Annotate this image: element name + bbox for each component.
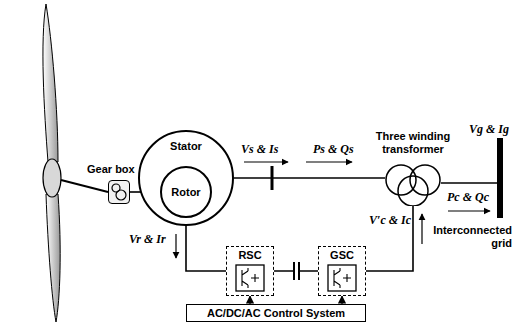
- flow-arrow: [306, 161, 352, 162]
- converter-label: RSC: [238, 249, 261, 262]
- signal-label: Ps & Qs: [312, 142, 355, 157]
- node-heading: Interconnected grid: [420, 224, 512, 249]
- signal-label: Vg & Ig: [468, 122, 510, 137]
- flow-arrow: [244, 161, 288, 162]
- bus-bar: [271, 166, 274, 190]
- winding-circle: [398, 176, 428, 206]
- capacitor-plate: [298, 262, 300, 280]
- control-line: [249, 296, 250, 304]
- transformer-symbol: [385, 160, 441, 206]
- switch-symbol: [242, 268, 259, 288]
- node-heading: Gear box: [87, 163, 135, 176]
- turbine-hub: [43, 159, 61, 197]
- capacitor-gap: [294, 262, 299, 280]
- gear-symbol: [109, 181, 128, 202]
- capacitor-plate: [293, 262, 295, 280]
- converter-box: RSC: [226, 246, 274, 296]
- converter-box: GSC: [318, 246, 366, 296]
- converter-outline: [236, 265, 264, 291]
- converter-symbol: [235, 264, 265, 292]
- winding-circle: [410, 165, 440, 195]
- power-line: [366, 206, 413, 271]
- flow-arrow: [175, 234, 176, 258]
- gear-wheel: [116, 190, 126, 200]
- node-label: Stator: [170, 140, 202, 153]
- flow-arrow: [448, 210, 490, 211]
- rotor-circle: Rotor: [160, 166, 212, 218]
- signal-label: Vr & Ir: [128, 232, 167, 247]
- node-heading: Three winding transformer: [363, 130, 463, 155]
- switch-symbol: [334, 268, 351, 288]
- converter-outline: [328, 265, 356, 291]
- turbine-blade: [43, 4, 58, 162]
- control-line: [341, 296, 342, 304]
- control-label: AC/DC/AC Control System: [207, 307, 345, 320]
- stator-circle: StatorRotor: [138, 130, 234, 226]
- grid-bus: Interconnected grid: [497, 138, 503, 218]
- flow-arrow: [421, 214, 422, 244]
- converter-symbol: [327, 264, 357, 292]
- winding-circle: [386, 165, 416, 195]
- signal-label: Vs & Is: [240, 142, 279, 157]
- transformer: Three winding transformer: [385, 160, 441, 206]
- signal-label: Pc & Qc: [446, 190, 490, 205]
- shaft: [61, 180, 108, 192]
- power-line: [186, 218, 226, 271]
- gear-box: Gear box: [108, 180, 130, 204]
- signal-label: V′c & Ic: [368, 213, 412, 228]
- turbine-blade: [46, 194, 60, 322]
- control-box: AC/DC/AC Control System: [186, 304, 366, 322]
- power-line: [441, 182, 497, 184]
- converter-label: GSC: [330, 249, 354, 262]
- power-line: [234, 177, 385, 179]
- node-label: Rotor: [171, 186, 200, 199]
